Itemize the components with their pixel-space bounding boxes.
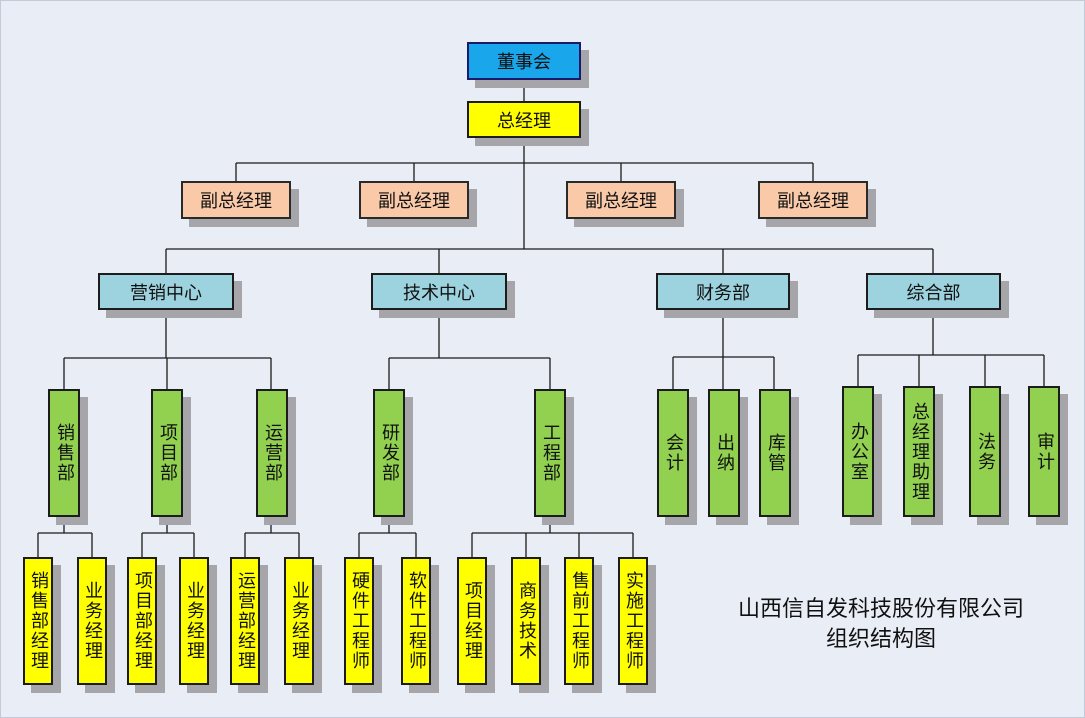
node-sales-dept: 销售部 bbox=[48, 389, 80, 517]
chart-caption: 山西信自发科技股份有限公司 组织结构图 bbox=[701, 595, 1061, 655]
node-sales-business-manager: 业务经理 bbox=[77, 557, 107, 685]
node-marketing-center: 营销中心 bbox=[98, 273, 234, 310]
node-project-dept: 项目部 bbox=[151, 389, 183, 517]
node-vice-gm-1: 副总经理 bbox=[181, 181, 291, 219]
node-audit: 审计 bbox=[1028, 386, 1060, 517]
node-operations-manager: 运营部经理 bbox=[230, 557, 260, 685]
node-hardware-engineer: 硬件工程师 bbox=[344, 557, 374, 685]
node-vice-gm-2: 副总经理 bbox=[359, 181, 469, 219]
node-engineering-dept: 工程部 bbox=[534, 389, 566, 517]
node-gm-assistant: 总经理助理 bbox=[903, 386, 935, 517]
node-vice-gm-4: 副总经理 bbox=[758, 181, 868, 219]
node-accounting: 会计 bbox=[657, 389, 689, 517]
node-operations-business-manager: 业务经理 bbox=[284, 557, 314, 685]
node-vice-gm-3: 副总经理 bbox=[566, 181, 676, 219]
node-board: 董事会 bbox=[467, 42, 581, 80]
node-finance-dept: 财务部 bbox=[656, 273, 790, 310]
node-presales-engineer: 售前工程师 bbox=[564, 557, 594, 685]
caption-chart-title: 组织结构图 bbox=[825, 627, 936, 652]
node-cashier: 出纳 bbox=[708, 389, 740, 517]
node-implementation-engineer: 实施工程师 bbox=[618, 557, 648, 685]
caption-company-name: 山西信自发科技股份有限公司 bbox=[737, 597, 1024, 622]
node-tech-center: 技术中心 bbox=[371, 273, 507, 310]
node-rnd-dept: 研发部 bbox=[373, 389, 405, 517]
node-general-manager: 总经理 bbox=[467, 101, 581, 138]
node-business-tech: 商务技术 bbox=[511, 557, 541, 685]
node-eng-project-manager: 项目经理 bbox=[457, 557, 487, 685]
node-legal: 法务 bbox=[969, 386, 1001, 517]
node-software-engineer: 软件工程师 bbox=[401, 557, 431, 685]
node-project-business-manager: 业务经理 bbox=[179, 557, 209, 685]
node-office: 办公室 bbox=[842, 386, 874, 517]
node-general-dept: 综合部 bbox=[866, 273, 1001, 310]
node-sales-manager: 销售部经理 bbox=[23, 557, 53, 685]
node-operations-dept: 运营部 bbox=[256, 389, 288, 517]
node-project-manager: 项目部经理 bbox=[127, 557, 157, 685]
node-warehouse: 库管 bbox=[759, 389, 791, 517]
